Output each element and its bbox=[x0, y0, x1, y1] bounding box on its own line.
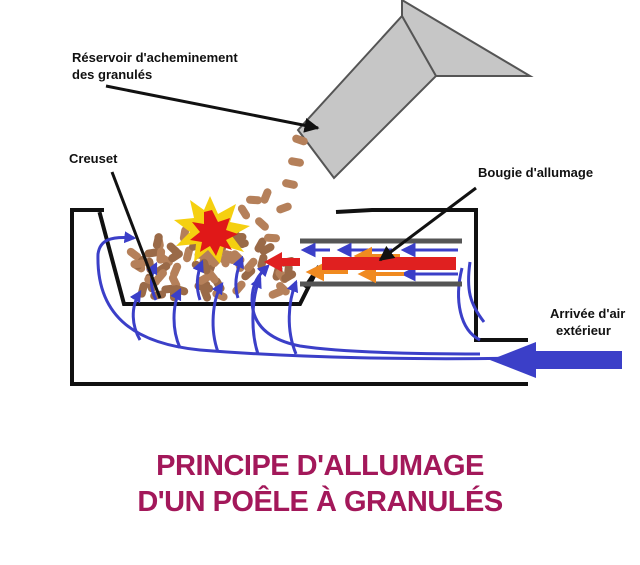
pellet bbox=[221, 251, 232, 268]
pellet bbox=[244, 257, 258, 272]
pellet bbox=[152, 233, 163, 249]
title-line2: D'UN POÊLE À GRANULÉS bbox=[137, 486, 503, 518]
pellet bbox=[268, 287, 285, 299]
pellet bbox=[156, 247, 166, 264]
pellet bbox=[144, 248, 161, 258]
pellet bbox=[260, 188, 272, 204]
ignition-rod bbox=[264, 252, 456, 272]
label-creuset: Creuset bbox=[69, 151, 118, 166]
pellet bbox=[231, 235, 247, 249]
pellet bbox=[276, 202, 292, 214]
stove-body bbox=[70, 208, 528, 386]
explosion-icon bbox=[174, 196, 250, 264]
pellet bbox=[183, 246, 193, 263]
label-pointers bbox=[105, 84, 477, 299]
pellet bbox=[288, 157, 304, 167]
pellet bbox=[168, 249, 183, 263]
label-air-line1: Arrivée d'air bbox=[550, 306, 626, 321]
igniter-tube bbox=[300, 238, 462, 287]
pellet bbox=[281, 270, 297, 283]
pellet bbox=[237, 204, 251, 220]
pellet bbox=[259, 243, 275, 255]
pellet bbox=[292, 134, 308, 146]
pellet bbox=[254, 237, 267, 253]
label-reservoir: Réservoir d'acheminement des granulés bbox=[72, 49, 238, 83]
label-reservoir-line2: des granulés bbox=[72, 67, 153, 82]
hopper bbox=[296, 0, 534, 180]
pellet bbox=[126, 247, 142, 261]
label-air-line2: extérieur bbox=[556, 323, 611, 338]
pellet bbox=[200, 286, 212, 302]
pellet bbox=[276, 281, 290, 296]
pellet bbox=[130, 259, 147, 269]
pellet bbox=[170, 262, 182, 279]
label-reservoir-line1: Réservoir d'acheminement bbox=[72, 50, 238, 65]
arrow-left-icon bbox=[490, 342, 622, 378]
pellet bbox=[232, 280, 246, 295]
pellet bbox=[264, 233, 280, 243]
pellet bbox=[282, 179, 298, 189]
tube-airflow bbox=[300, 242, 458, 282]
airflow-lines bbox=[96, 231, 521, 361]
pellet bbox=[246, 195, 262, 205]
pellet bbox=[255, 217, 269, 231]
label-bougie: Bougie d'allumage bbox=[478, 165, 594, 180]
pellet bbox=[241, 266, 256, 281]
title-line1: PRINCIPE D'ALLUMAGE bbox=[156, 450, 484, 482]
label-air: Arrivée d'air extérieur bbox=[550, 305, 625, 339]
falling-pellets bbox=[237, 134, 308, 243]
